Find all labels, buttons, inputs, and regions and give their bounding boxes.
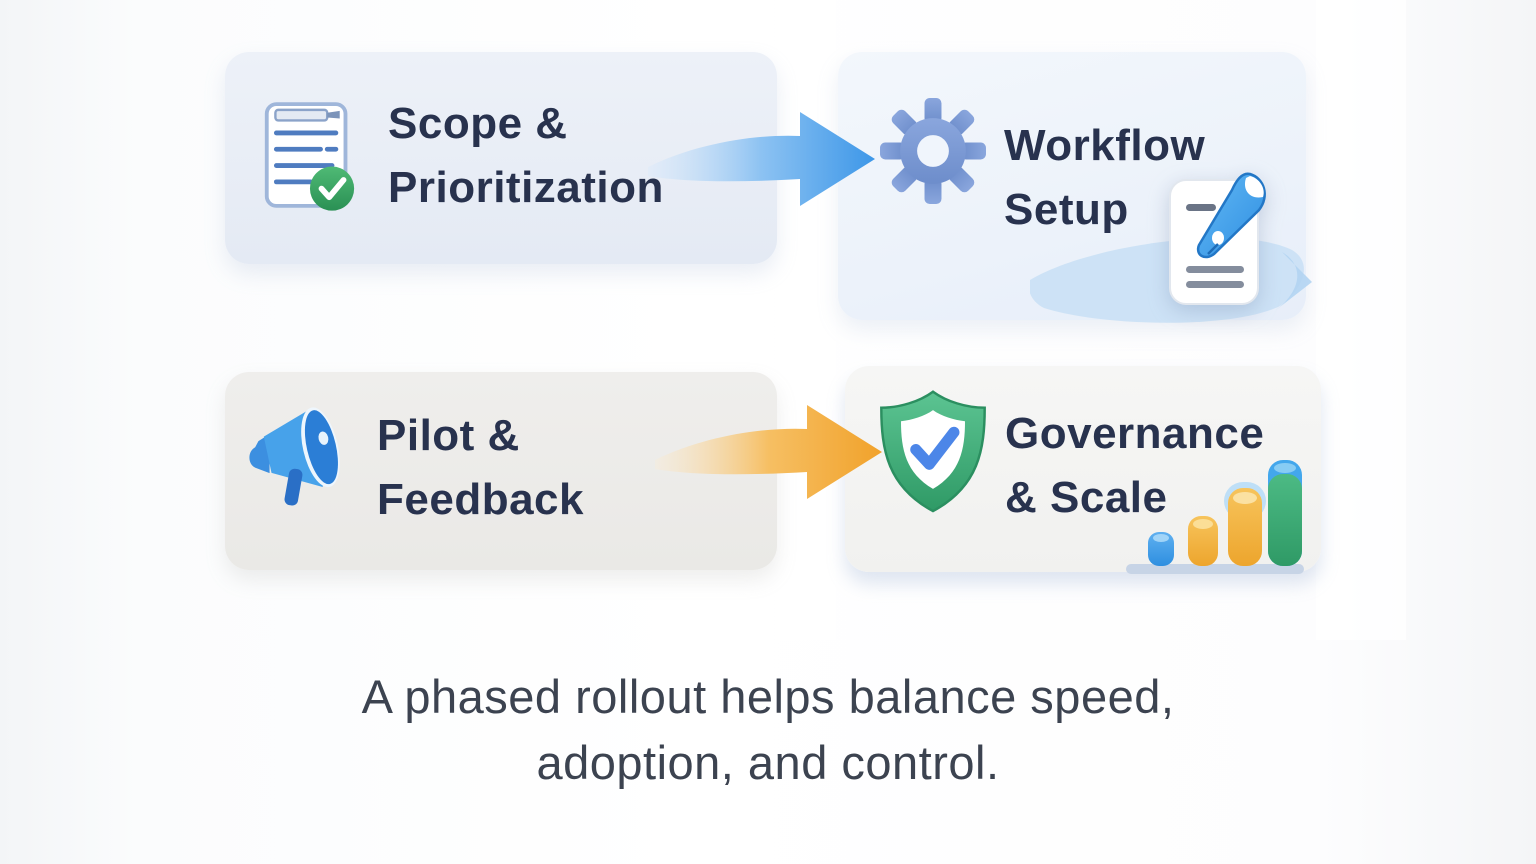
caption: A phased rollout helps balance speed, ad… (0, 664, 1536, 796)
card-title: Workflow Setup (1004, 114, 1205, 242)
megaphone-icon (239, 394, 365, 525)
card-title-line: Prioritization (388, 163, 664, 212)
background-band (778, 0, 836, 640)
caption-line-2: adoption, and control. (536, 736, 1000, 789)
card-title: Scope & Prioritization (388, 92, 664, 220)
document-pen-icon (1162, 168, 1274, 315)
card-title-line: Setup (1004, 185, 1129, 234)
arrow-right-orange-icon (652, 398, 887, 511)
background-band (1316, 0, 1406, 640)
card-title: Governance & Scale (1005, 402, 1264, 530)
shield-check-icon (871, 388, 995, 521)
card-title-line: Feedback (377, 475, 584, 524)
card-title-line: Pilot & (377, 411, 520, 460)
arrow-right-blue-icon (645, 105, 880, 218)
card-title-line: & Scale (1005, 473, 1168, 522)
bar-chart-icon (1126, 458, 1306, 583)
card-title-line: Scope & (388, 99, 568, 148)
gear-icon (880, 98, 986, 209)
card-title-line: Workflow (1004, 121, 1206, 170)
card-title: Pilot & Feedback (377, 404, 584, 532)
caption-line-1: A phased rollout helps balance speed, (361, 670, 1175, 723)
card-title-line: Governance (1005, 409, 1265, 458)
clipboard-check-icon (261, 94, 357, 221)
